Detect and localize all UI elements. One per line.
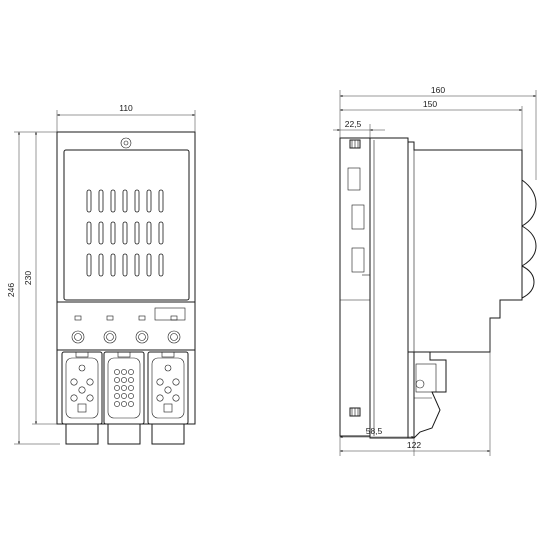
vent-slot bbox=[122, 189, 128, 213]
vent-slot bbox=[134, 253, 140, 277]
vent-slot bbox=[146, 221, 152, 245]
vent-slot bbox=[146, 253, 152, 277]
front-dimensions: 110 246 230 bbox=[6, 103, 196, 445]
vent-slot bbox=[110, 221, 116, 245]
vent-slot bbox=[98, 189, 104, 213]
latch-icon bbox=[415, 379, 425, 389]
vent-slot bbox=[86, 189, 92, 213]
ventilation-grid bbox=[86, 189, 164, 277]
status-led-row bbox=[74, 315, 178, 321]
vent-slot bbox=[110, 189, 116, 213]
socket-row bbox=[71, 330, 181, 344]
dim-side-depth-total: 160 bbox=[431, 85, 445, 95]
side-knobs bbox=[521, 179, 537, 299]
mounting-hole-icon bbox=[120, 137, 132, 149]
vent-slot bbox=[158, 253, 164, 277]
side-back-box bbox=[369, 137, 409, 439]
dim-side-offset-top: 22,5 bbox=[345, 119, 362, 129]
vent-slot bbox=[98, 221, 104, 245]
vent-slot bbox=[122, 253, 128, 277]
label-field bbox=[154, 307, 186, 321]
status-led-icon bbox=[106, 315, 114, 321]
vent-slot bbox=[158, 221, 164, 245]
m12-socket-icon bbox=[135, 330, 149, 344]
status-led-icon bbox=[138, 315, 146, 321]
connector-modules bbox=[61, 351, 189, 445]
m12-socket-icon bbox=[167, 330, 181, 344]
side-view bbox=[339, 137, 537, 439]
dim-side-depth-body: 150 bbox=[423, 99, 437, 109]
status-led-icon bbox=[170, 315, 178, 321]
dim-front-height-outer: 246 bbox=[6, 283, 16, 297]
m12-socket-icon bbox=[103, 330, 117, 344]
vent-slot bbox=[86, 253, 92, 277]
dim-front-width: 110 bbox=[119, 103, 133, 113]
vent-slot bbox=[134, 221, 140, 245]
power-connector bbox=[61, 351, 103, 445]
signal-connector bbox=[103, 351, 145, 445]
vent-slot bbox=[122, 221, 128, 245]
dim-side-offset-bottom: 58,5 bbox=[366, 426, 383, 436]
status-led-icon bbox=[74, 315, 82, 321]
front-cover-panel bbox=[63, 149, 190, 301]
vent-slot bbox=[86, 221, 92, 245]
dim-front-height-inner: 230 bbox=[23, 271, 33, 285]
vent-slot bbox=[98, 253, 104, 277]
vent-slot bbox=[110, 253, 116, 277]
side-dimensions: 160 150 22,5 58,5 122 bbox=[333, 85, 537, 456]
power-connector bbox=[147, 351, 189, 445]
dim-side-depth-bottom: 122 bbox=[407, 440, 421, 450]
front-view bbox=[56, 131, 196, 445]
vent-slot bbox=[146, 189, 152, 213]
vent-slot bbox=[134, 189, 140, 213]
vent-slot bbox=[158, 189, 164, 213]
m12-socket-icon bbox=[71, 330, 85, 344]
mounting-plate bbox=[339, 137, 371, 437]
